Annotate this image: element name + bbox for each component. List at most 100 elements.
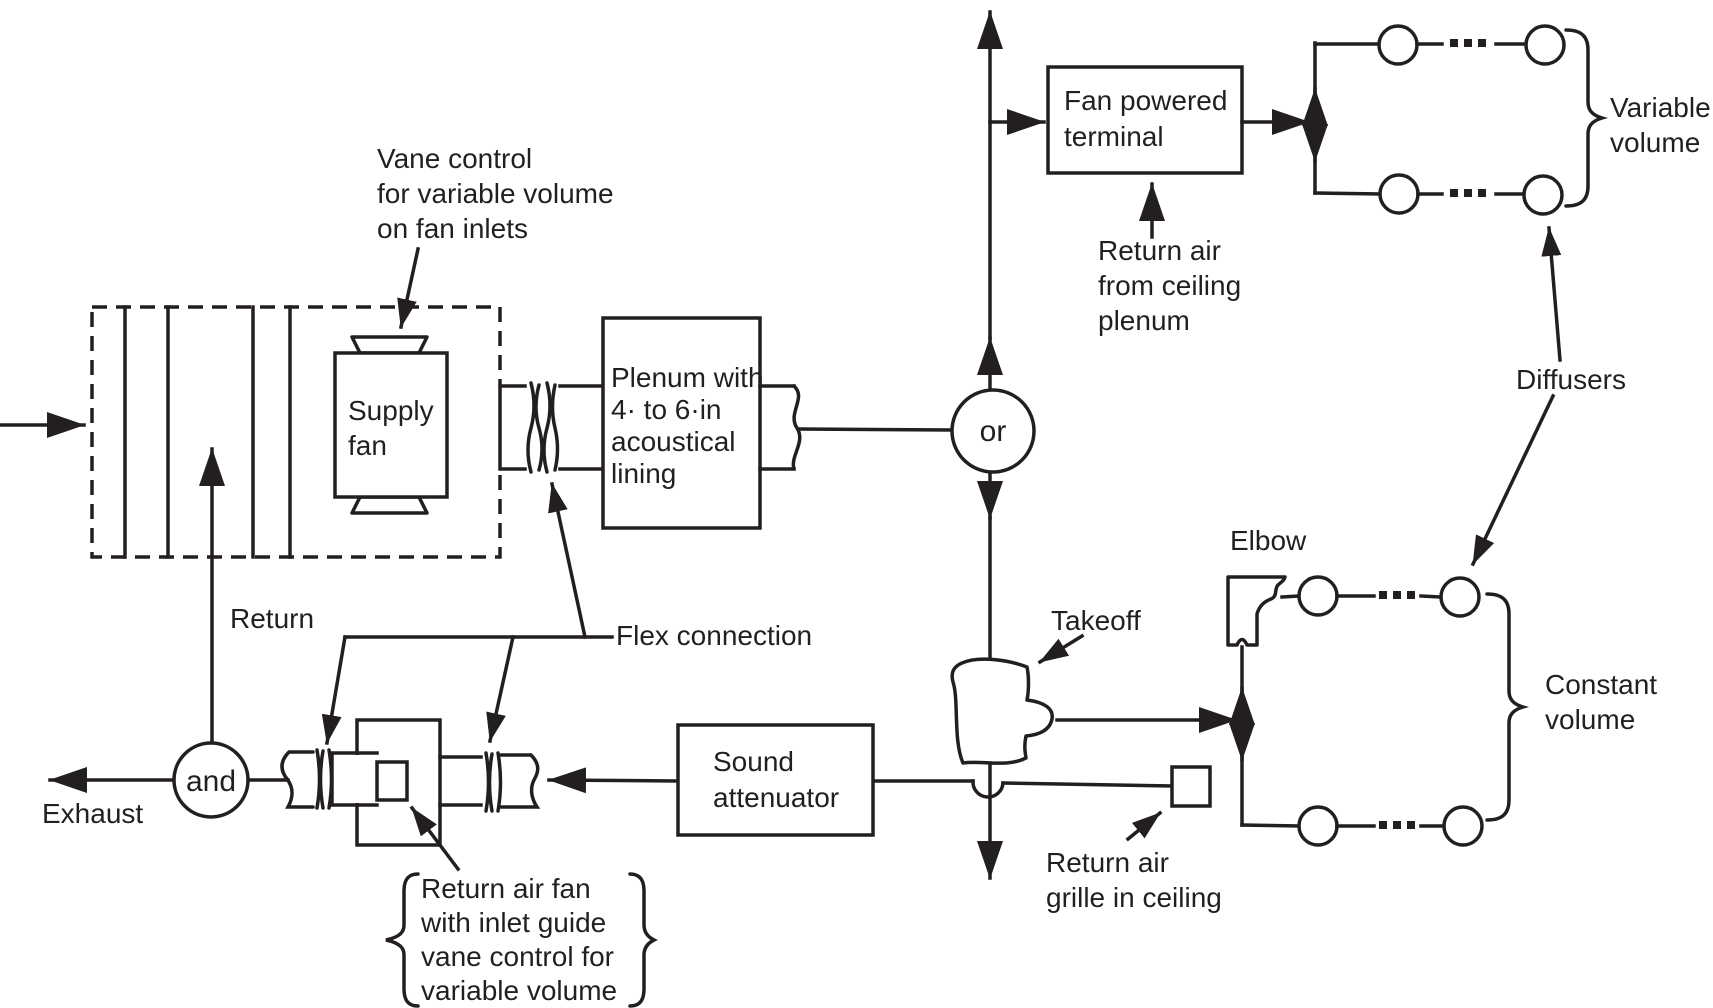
and-junction-group: and Exhaust Return [42,603,314,829]
air-handler-unit: Supply fan [0,305,502,747]
diffuser-run-line [1313,191,1382,196]
diffuser-circle [1439,576,1481,618]
diffuser-circle [1524,24,1566,66]
return-air-fan-label: with inlet guide [420,907,606,938]
and-junction-label: and [186,765,236,798]
ellipsis-dot [1464,189,1472,197]
return-fan-leader-arrow [409,805,461,872]
diffusers-label: Diffusers [1516,364,1626,395]
diffuser-run-line [1419,594,1443,599]
ellipsis-dot [1379,591,1387,599]
takeoff-group: Takeoff [950,605,1238,880]
vane-control-leader-arrow [397,246,421,330]
supply-fan-box [333,351,449,499]
fan-powered-terminal-branch: Fan powered terminal Return air from cei… [988,41,1328,336]
variable-volume-brace [1564,28,1609,208]
flex-bellows-line [550,383,560,472]
diffuser-circle [1442,805,1484,847]
flex-bellows-line [534,383,544,472]
sound-attenuator-box [676,723,875,837]
ellipsis-dot [1407,591,1415,599]
diffusers-leader-up-arrow [1541,226,1562,362]
ellipsis-dot [1393,591,1401,599]
duct-break-squiggle [791,384,802,471]
variable-volume-label: volume [1610,127,1700,158]
duct-stub [758,384,796,471]
takeoff-label: Takeoff [1051,605,1141,636]
return-air-grille-label: grille in ceiling [1046,882,1222,913]
constant-volume-brace [1485,592,1530,822]
variable-volume-group: Variable volume [1313,24,1711,216]
return-path: Return air grille in ceiling Sound atten… [547,723,1222,913]
constant-volume-group: Elbow Constant volume [1226,525,1657,847]
diffuser-circle [1378,173,1420,215]
duct-stub [498,384,527,471]
fan-inlet-vane-bottom [350,495,429,515]
acoustic-plenum-box [601,316,762,530]
constant-volume-label: Constant [1545,669,1657,700]
return-air-plenum-label: from ceiling [1098,270,1241,301]
ellipsis-dot [1450,39,1458,47]
elbow-fitting-shape [1226,575,1287,647]
return-air-plenum-label: plenum [1098,305,1190,336]
vane-control-label: for variable volume [377,178,614,209]
diffuser-run-line [1280,594,1301,599]
diffuser-circle [1377,24,1419,66]
fan-inlet-vane-top [350,335,429,355]
exhaust-label: Exhaust [42,798,143,829]
return-air-fan-label: Return air fan [421,873,591,904]
duct-stub [330,751,379,807]
return-fan-inner-box [375,760,409,802]
return-label: Return [230,603,314,634]
plenum-label: lining [611,458,676,489]
diffusers-annotation: Diffusers [1470,226,1626,567]
return-air-grille-label: Return air [1046,847,1169,878]
or-junction-group: or [950,10,1036,667]
return-air-fan-label: variable volume [421,975,617,1006]
flex-leader-arrow [486,634,516,744]
grille-leader-arrow [1125,810,1163,842]
plenum-label: 4· to 6·in [611,394,722,425]
duct-stub [558,384,605,471]
flex-bellows-line [526,381,536,474]
diffuser-circle [1297,805,1339,847]
duct-break-piece [499,753,541,809]
or-junction-circle [950,388,1036,474]
ellipsis-dot [1393,821,1401,829]
duct-break-piece [280,750,315,809]
attenuator-to-fan-arrow [547,767,680,794]
elbow-label: Elbow [1230,525,1307,556]
return-air-fan-label: vane control for [421,941,614,972]
return-air-grille-square [1170,765,1212,808]
ellipsis-dot [1464,39,1472,47]
return-fan-brace-left [385,872,420,1008]
diffuser-circle [1522,174,1564,216]
return-fan-brace-right [628,872,658,1008]
fan-powered-terminal-label: Fan powered [1064,85,1227,116]
line-hop [971,779,1005,799]
flex-bellows-line [496,751,503,813]
diffuser-circle [1297,575,1339,617]
vane-control-label: on fan inlets [377,213,528,244]
variable-volume-label: Variable [1610,92,1711,123]
return-grille-line [1001,781,1174,788]
sound-attenuator-label: attenuator [713,782,839,813]
ellipsis-dot [1450,189,1458,197]
ellipsis-dot [1478,39,1486,47]
flex-bellows-line [487,752,494,813]
and-junction-circle [172,741,250,819]
or-junction-label: or [980,415,1007,448]
flex-bellows-line [542,381,552,474]
sound-attenuator-label: Sound [713,746,794,777]
supply-fan-label: fan [348,430,387,461]
takeoff-leader-arrow [1037,633,1085,665]
flex-leader-arrow [321,634,348,746]
supply-main-line [797,427,954,432]
ellipsis-dot [1379,821,1387,829]
flex-bellows-line [318,749,325,810]
takeoff-fitting-shape [950,657,1054,765]
diffusers-leader-down-arrow [1470,393,1556,567]
fan-powered-terminal-box [1046,65,1244,175]
